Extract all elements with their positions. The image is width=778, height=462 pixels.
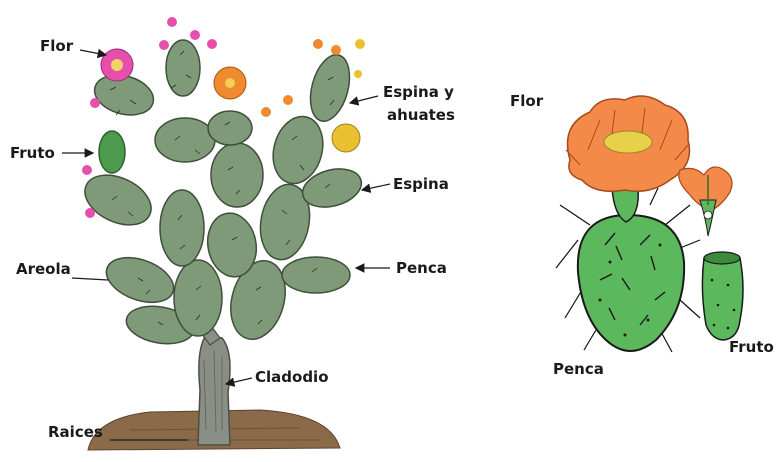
label-raices: Raices — [48, 423, 103, 441]
bud — [90, 98, 100, 108]
label-espina-ahuates-line2: ahuates — [387, 106, 455, 124]
pad-left-mid — [77, 165, 159, 234]
bud — [159, 40, 169, 50]
bud — [190, 30, 200, 40]
right-penca-pad — [578, 215, 684, 351]
pad-top-right — [304, 50, 356, 125]
label-penca-left: Penca — [396, 259, 447, 277]
pad-mid-left — [100, 249, 179, 311]
right-cactus-illustration — [556, 96, 743, 352]
bud — [283, 95, 293, 105]
pad-center-left — [160, 190, 204, 266]
bud — [354, 70, 362, 78]
label-flor-left: Flor — [40, 37, 74, 55]
flower-center — [604, 131, 652, 153]
label-areola: Areola — [16, 260, 71, 278]
bud — [261, 107, 271, 117]
label-cladodio: Cladodio — [255, 368, 329, 386]
fruto-pad — [99, 131, 125, 173]
right-flower-section — [679, 167, 732, 236]
bud — [167, 17, 177, 27]
pad-mid-1 — [155, 118, 215, 162]
label-fruto-right: Fruto — [729, 338, 774, 356]
right-fruto — [702, 252, 743, 340]
bud — [82, 165, 92, 175]
right-flower — [566, 96, 690, 191]
label-espina: Espina — [393, 175, 449, 193]
pad-right-low — [282, 257, 350, 293]
label-espina-ahuates-line1: Espina y — [383, 83, 454, 101]
left-cactus-illustration — [62, 17, 390, 450]
pad-top-inner — [208, 111, 252, 145]
bud — [85, 208, 95, 218]
pad-lower-center — [174, 260, 222, 336]
bud — [207, 39, 217, 49]
flower-yellow — [332, 124, 360, 152]
pad-mid-2 — [211, 143, 263, 207]
label-fruto-left: Fruto — [10, 144, 55, 162]
label-flor-right: Flor — [510, 92, 544, 110]
label-penca-right: Penca — [553, 360, 604, 378]
bud — [313, 39, 323, 49]
bud — [331, 45, 341, 55]
bud — [355, 39, 365, 49]
